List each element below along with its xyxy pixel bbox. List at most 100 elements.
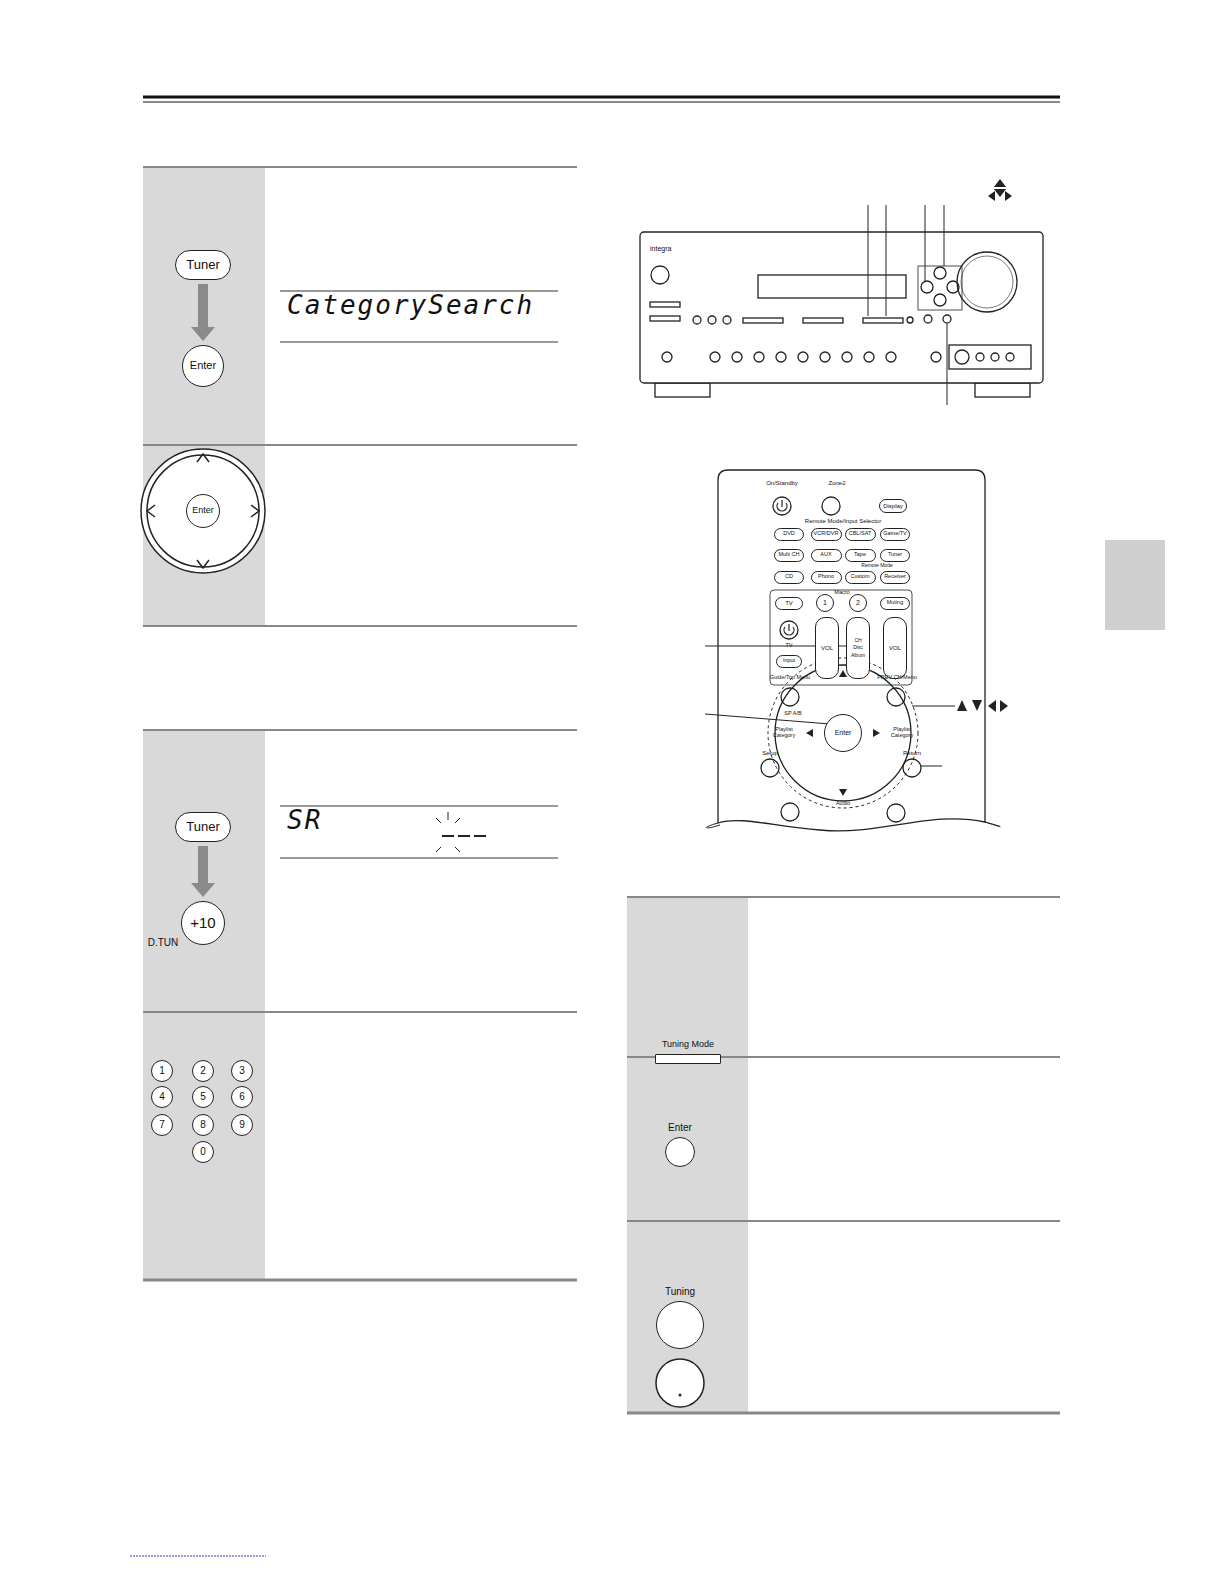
remote-caption: Audio	[836, 800, 850, 806]
volume-rocker: VOL	[883, 617, 907, 679]
remote-symbols	[777, 500, 1008, 796]
enter-button: Enter	[665, 1122, 695, 1167]
button-label: Tuning	[665, 1286, 695, 1297]
brand-logo: integra	[650, 245, 671, 253]
remote-button: Tape	[845, 549, 876, 562]
button-text: Tape	[854, 552, 866, 558]
enter-button: Enter	[824, 714, 862, 752]
remote-caption: PREV CH/Menu	[877, 674, 917, 680]
remote-control	[705, 470, 1000, 831]
remote-caption: On/Standby	[766, 480, 798, 487]
remote-caption: Macro	[834, 589, 849, 595]
button-text: 6	[239, 1092, 245, 1103]
remote-caption: Playlist Category	[887, 726, 917, 738]
remote-button: 2	[849, 594, 867, 612]
tuning-button	[656, 1359, 704, 1407]
button-shape	[656, 1301, 704, 1349]
button-text: Tuner	[888, 552, 902, 558]
button-text: VOL	[821, 645, 833, 651]
button-shape	[655, 1054, 721, 1064]
button-text: 2	[200, 1066, 206, 1077]
button-text: +10	[190, 915, 215, 931]
remote-button: AUX	[811, 549, 842, 562]
cursor-pad	[141, 449, 265, 573]
button-text: Multi CH	[778, 552, 799, 558]
remote-button: VCR/DVR	[811, 528, 842, 541]
button-text: Album	[851, 653, 865, 658]
number-key: 8	[192, 1114, 214, 1136]
button-label: Enter	[668, 1122, 692, 1133]
remote-button: Muting	[880, 597, 910, 610]
header-rule	[143, 102, 1060, 103]
step-table	[143, 730, 577, 1280]
remote-button: CBL/SAT	[845, 528, 876, 541]
tuning-button-dot	[679, 1394, 682, 1397]
section-tab	[1105, 540, 1165, 630]
header-rule	[143, 96, 1060, 99]
button-text: 1	[823, 599, 827, 606]
remote-button: Receiver	[880, 571, 910, 584]
display-readout: SR	[287, 806, 322, 835]
enter-button: Enter	[186, 494, 220, 528]
button-text: 5	[200, 1092, 206, 1103]
link-underline	[130, 1556, 266, 1557]
number-key: 2	[192, 1060, 214, 1082]
remote-caption: Setup	[762, 750, 778, 757]
remote-caption: Remote Mode/Input Selector	[805, 518, 881, 525]
button-text: 7	[159, 1120, 165, 1131]
button-text: Phono	[818, 574, 834, 580]
button-text: Receiver	[884, 574, 906, 580]
remote-button: 1	[816, 594, 834, 612]
remote-button: Tuner	[880, 549, 910, 562]
button-text: DVD	[783, 531, 795, 537]
button-text: VOL	[889, 645, 901, 651]
tuning-mode-button: Tuning Mode	[655, 1040, 721, 1064]
remote-button: Game/TV	[880, 528, 910, 541]
remote-button: DVD	[774, 528, 804, 541]
button-text: Muting	[887, 600, 904, 606]
button-shape	[665, 1137, 695, 1167]
button-text: Input	[783, 658, 795, 664]
receiver-front-panel	[640, 205, 1043, 405]
remote-button: CD	[774, 571, 804, 584]
remote-caption: TV	[785, 642, 792, 648]
step-table	[627, 897, 1060, 1413]
remote-caption: Return	[903, 750, 921, 757]
tuner-button: Tuner	[175, 250, 231, 280]
channel-rocker: CHDiscAlbum	[846, 617, 870, 679]
button-text: 2	[856, 599, 860, 606]
volume-rocker: VOL	[815, 617, 839, 679]
button-caption: D.TUN	[148, 937, 179, 948]
remote-button: Phono	[811, 571, 842, 584]
step-arrow	[191, 284, 215, 341]
button-text: CD	[785, 574, 793, 580]
remote-caption: Zone2	[828, 480, 845, 487]
button-text: 9	[239, 1120, 245, 1131]
tuning-button: Tuning	[656, 1286, 704, 1349]
step-arrow	[191, 846, 215, 897]
button-text: Custom	[851, 574, 870, 580]
number-key: 5	[192, 1086, 214, 1108]
button-text: Enter	[192, 506, 214, 515]
button-text: 3	[239, 1066, 245, 1077]
display-readout: CategorySearch	[287, 291, 534, 320]
button-text: Tuner	[186, 258, 219, 272]
arrow-symbols	[988, 179, 1012, 201]
remote-caption: Remote Mode	[861, 563, 892, 569]
button-text: Display	[883, 503, 903, 509]
remote-button: Input	[776, 655, 802, 668]
remote-caption: Guide/Top Menu	[770, 674, 810, 680]
button-text: Game/TV	[883, 531, 907, 537]
button-text: Enter	[835, 729, 852, 736]
number-key: 9	[231, 1114, 253, 1136]
remote-button: Custom	[845, 571, 876, 584]
number-key: 1	[151, 1060, 173, 1082]
number-key: 7	[151, 1114, 173, 1136]
button-label: Tuning Mode	[662, 1040, 714, 1050]
remote-button: Display	[879, 499, 907, 513]
button-text: CBL/SAT	[849, 531, 872, 537]
button-text: VCR/DVR	[814, 531, 839, 537]
button-text: Tuner	[186, 820, 219, 834]
